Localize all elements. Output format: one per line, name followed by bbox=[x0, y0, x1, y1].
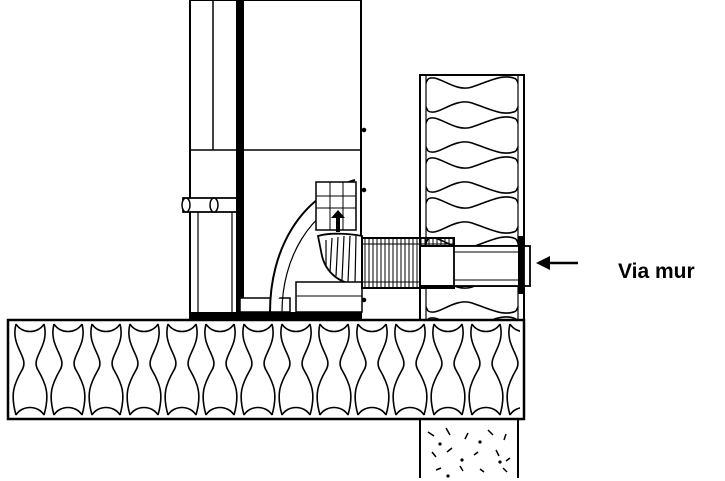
floor-insulation bbox=[12, 323, 520, 416]
wall-sleeve bbox=[419, 236, 531, 294]
via-mur-label: Via mur bbox=[618, 260, 695, 283]
floor bbox=[6, 318, 526, 421]
arrow-up-icon bbox=[331, 210, 345, 232]
concrete-foundation bbox=[419, 419, 519, 478]
outlet-elbow bbox=[269, 179, 363, 313]
arrow-left-icon bbox=[536, 256, 578, 270]
